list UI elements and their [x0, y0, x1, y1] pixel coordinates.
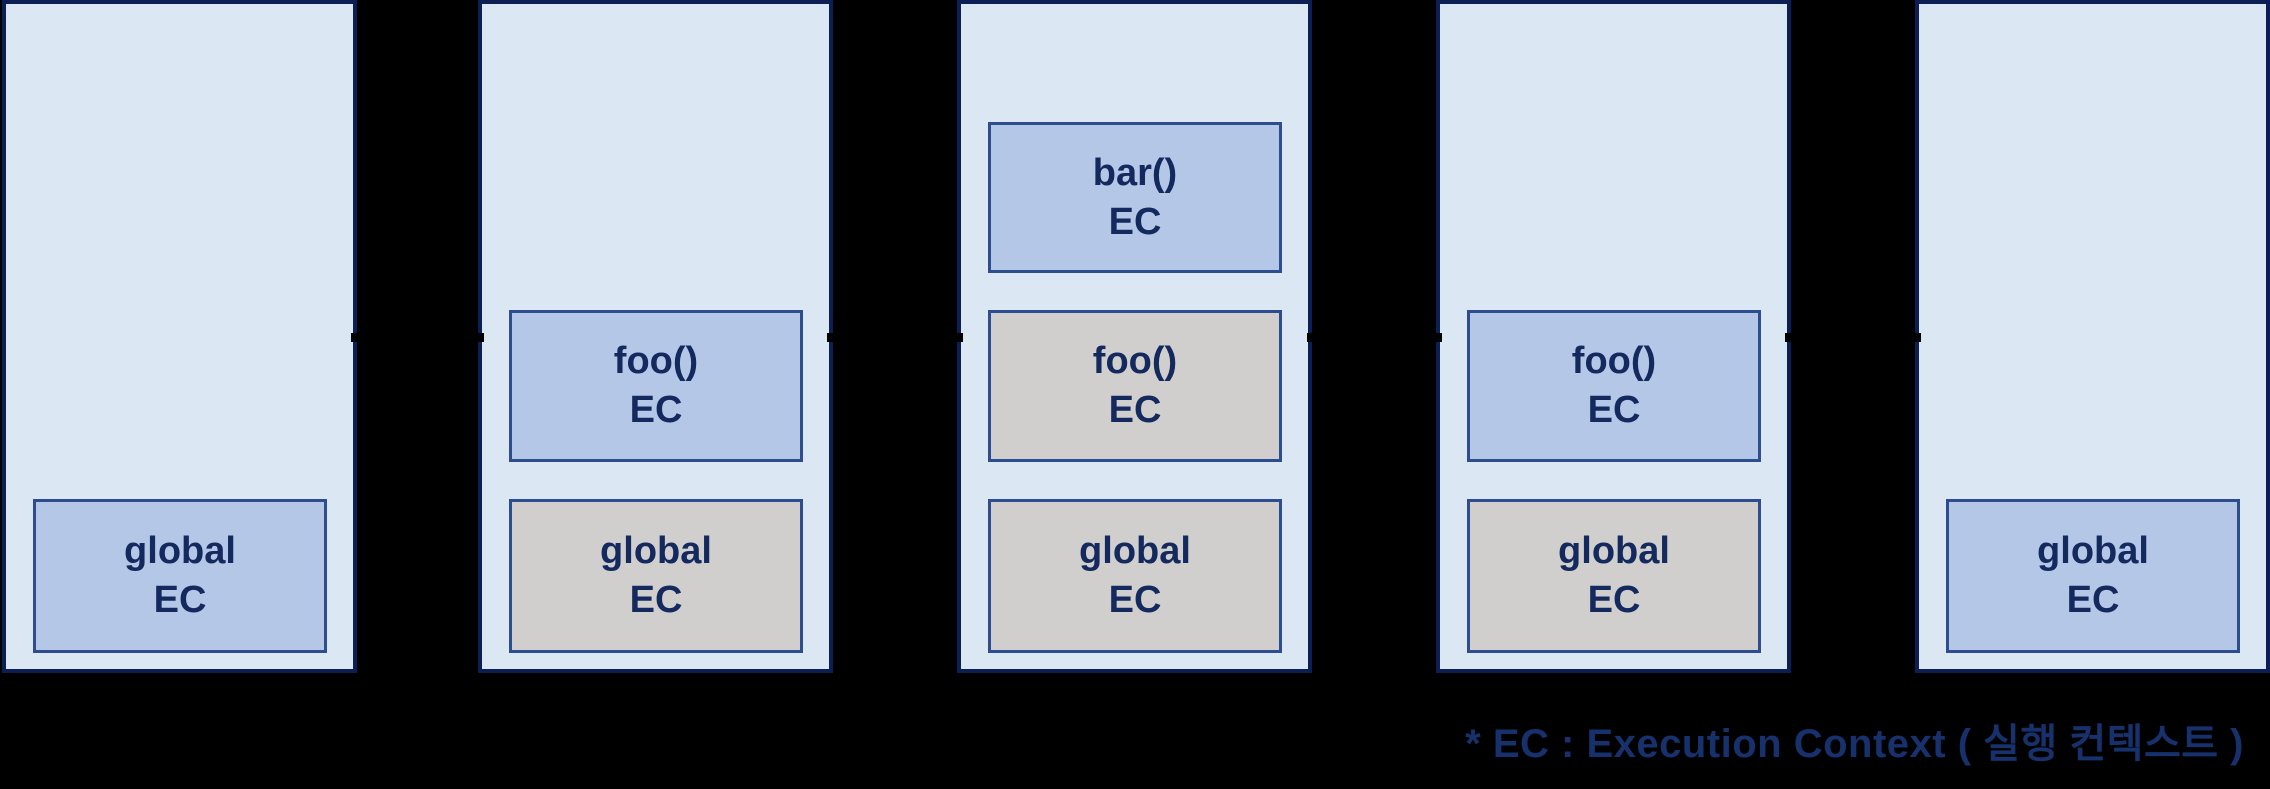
arrow-remnant-icon	[827, 333, 833, 342]
arrow-remnant-icon	[1307, 333, 1313, 342]
ec-box-global-active: global EC	[33, 499, 327, 653]
ec-box-global-inactive: global EC	[1467, 499, 1761, 653]
arrow-remnant-icon	[478, 333, 484, 342]
stack-column-1: global EC	[2, 0, 357, 673]
ec-box-label-line2: EC	[1108, 389, 1162, 431]
ec-box-label-line1: global	[600, 530, 712, 572]
ec-box-label-line1: global	[1558, 530, 1670, 572]
arrow-remnant-icon	[957, 333, 963, 342]
ec-box-label-line2: EC	[629, 389, 683, 431]
ec-box-foo-active: foo() EC	[1467, 310, 1761, 462]
arrow-remnant-icon	[351, 333, 357, 342]
stack-column-3: bar() EC foo() EC global EC	[957, 0, 1312, 673]
ec-box-label-line1: foo()	[1092, 340, 1178, 382]
footnote-ec-definition: * EC : Execution Context ( 실행 컨텍스트 )	[1465, 722, 2244, 766]
ec-box-label-line2: EC	[1587, 579, 1641, 621]
ec-box-foo-active: foo() EC	[509, 310, 803, 462]
arrow-remnant-icon	[1915, 333, 1921, 342]
stack-column-4: foo() EC global EC	[1436, 0, 1791, 673]
ec-box-bar-active: bar() EC	[988, 122, 1282, 273]
ec-box-label-line1: bar()	[1092, 151, 1178, 194]
ec-box-label-line2: EC	[1108, 200, 1162, 243]
ec-box-label-line2: EC	[2066, 579, 2120, 621]
ec-box-label-line1: global	[2037, 530, 2149, 572]
ec-box-label-line1: foo()	[1571, 340, 1657, 382]
ec-box-label-line1: global	[124, 530, 236, 572]
stack-column-2: foo() EC global EC	[478, 0, 833, 673]
arrow-remnant-icon	[1785, 333, 1791, 342]
ec-box-label-line1: foo()	[613, 340, 699, 382]
stack-column-5: global EC	[1915, 0, 2270, 673]
ec-box-label-line2: EC	[629, 579, 683, 621]
ec-box-label-line2: EC	[1108, 579, 1162, 621]
ec-box-label-line2: EC	[1587, 389, 1641, 431]
ec-box-global-inactive: global EC	[509, 499, 803, 653]
ec-box-global-inactive: global EC	[988, 499, 1282, 653]
ec-box-label-line2: EC	[153, 579, 207, 621]
ec-box-global-active: global EC	[1946, 499, 2240, 653]
ec-box-label-line1: global	[1079, 530, 1191, 572]
ec-box-foo-inactive: foo() EC	[988, 310, 1282, 462]
arrow-remnant-icon	[1436, 333, 1442, 342]
